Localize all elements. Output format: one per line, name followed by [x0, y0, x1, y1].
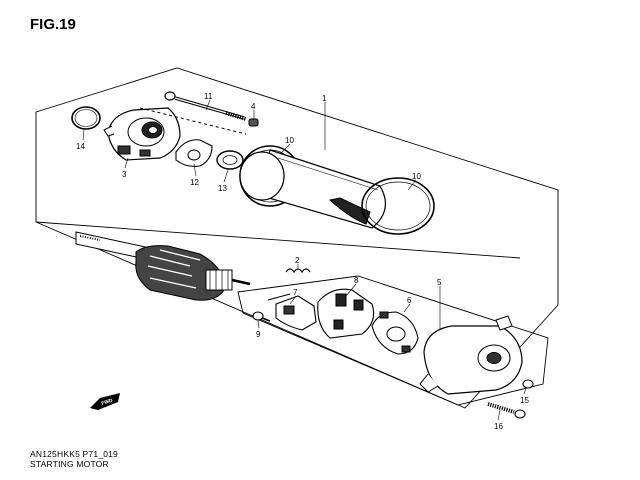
part-16-bolt [487, 402, 526, 419]
drawing-code: AN125HKK5 P71_019 [30, 449, 118, 459]
callout-7: 7 [293, 288, 298, 297]
part-13-thrust-washer [216, 150, 244, 170]
callout-3: 3 [122, 170, 127, 179]
callout-4: 4 [251, 102, 256, 111]
part-5-rear-cover [419, 315, 523, 395]
callout-10-front: 10 [285, 136, 294, 145]
fwd-arrow-marker: FWD [90, 393, 120, 410]
part-10-o-ring-rear [361, 177, 435, 235]
callout-15: 15 [520, 396, 529, 405]
armature [75, 231, 251, 301]
part-7-brush-holder [267, 293, 317, 331]
callout-5: 5 [437, 278, 442, 287]
fwd-label: FWD [101, 398, 114, 407]
drawing-name: STARTING MOTOR [30, 459, 109, 469]
part-12-lock-plate [175, 139, 213, 167]
callout-14: 14 [76, 142, 85, 151]
leader-lines [82, 99, 527, 421]
part-3-front-bracket [103, 107, 181, 161]
callout-8: 8 [354, 276, 359, 285]
part-11-through-bolt [139, 91, 247, 135]
callout-2: 2 [295, 256, 300, 265]
callout-13: 13 [218, 184, 227, 193]
figure-title: FIG.19 [30, 16, 76, 33]
callout-11: 11 [204, 92, 213, 101]
callout-12: 12 [190, 178, 199, 187]
part-2-spring [285, 268, 311, 274]
assembly-outline [35, 67, 559, 409]
starter-yoke [239, 149, 387, 229]
callout-1: 1 [322, 94, 327, 103]
callout-9: 9 [256, 330, 261, 339]
callout-16: 16 [494, 422, 503, 431]
part-14-o-ring [71, 106, 101, 130]
callout-6: 6 [407, 296, 412, 305]
part-8-brush-plate [317, 288, 375, 339]
part-15-nut [522, 379, 534, 389]
part-4-washer [248, 118, 259, 127]
part-callouts: 1 2 3 4 5 6 7 8 9 10 10 11 12 13 14 15 1… [76, 92, 529, 431]
callout-10-rear: 10 [412, 172, 421, 181]
part-9-screw [252, 311, 271, 322]
part-6-insulator-plate [371, 311, 419, 355]
